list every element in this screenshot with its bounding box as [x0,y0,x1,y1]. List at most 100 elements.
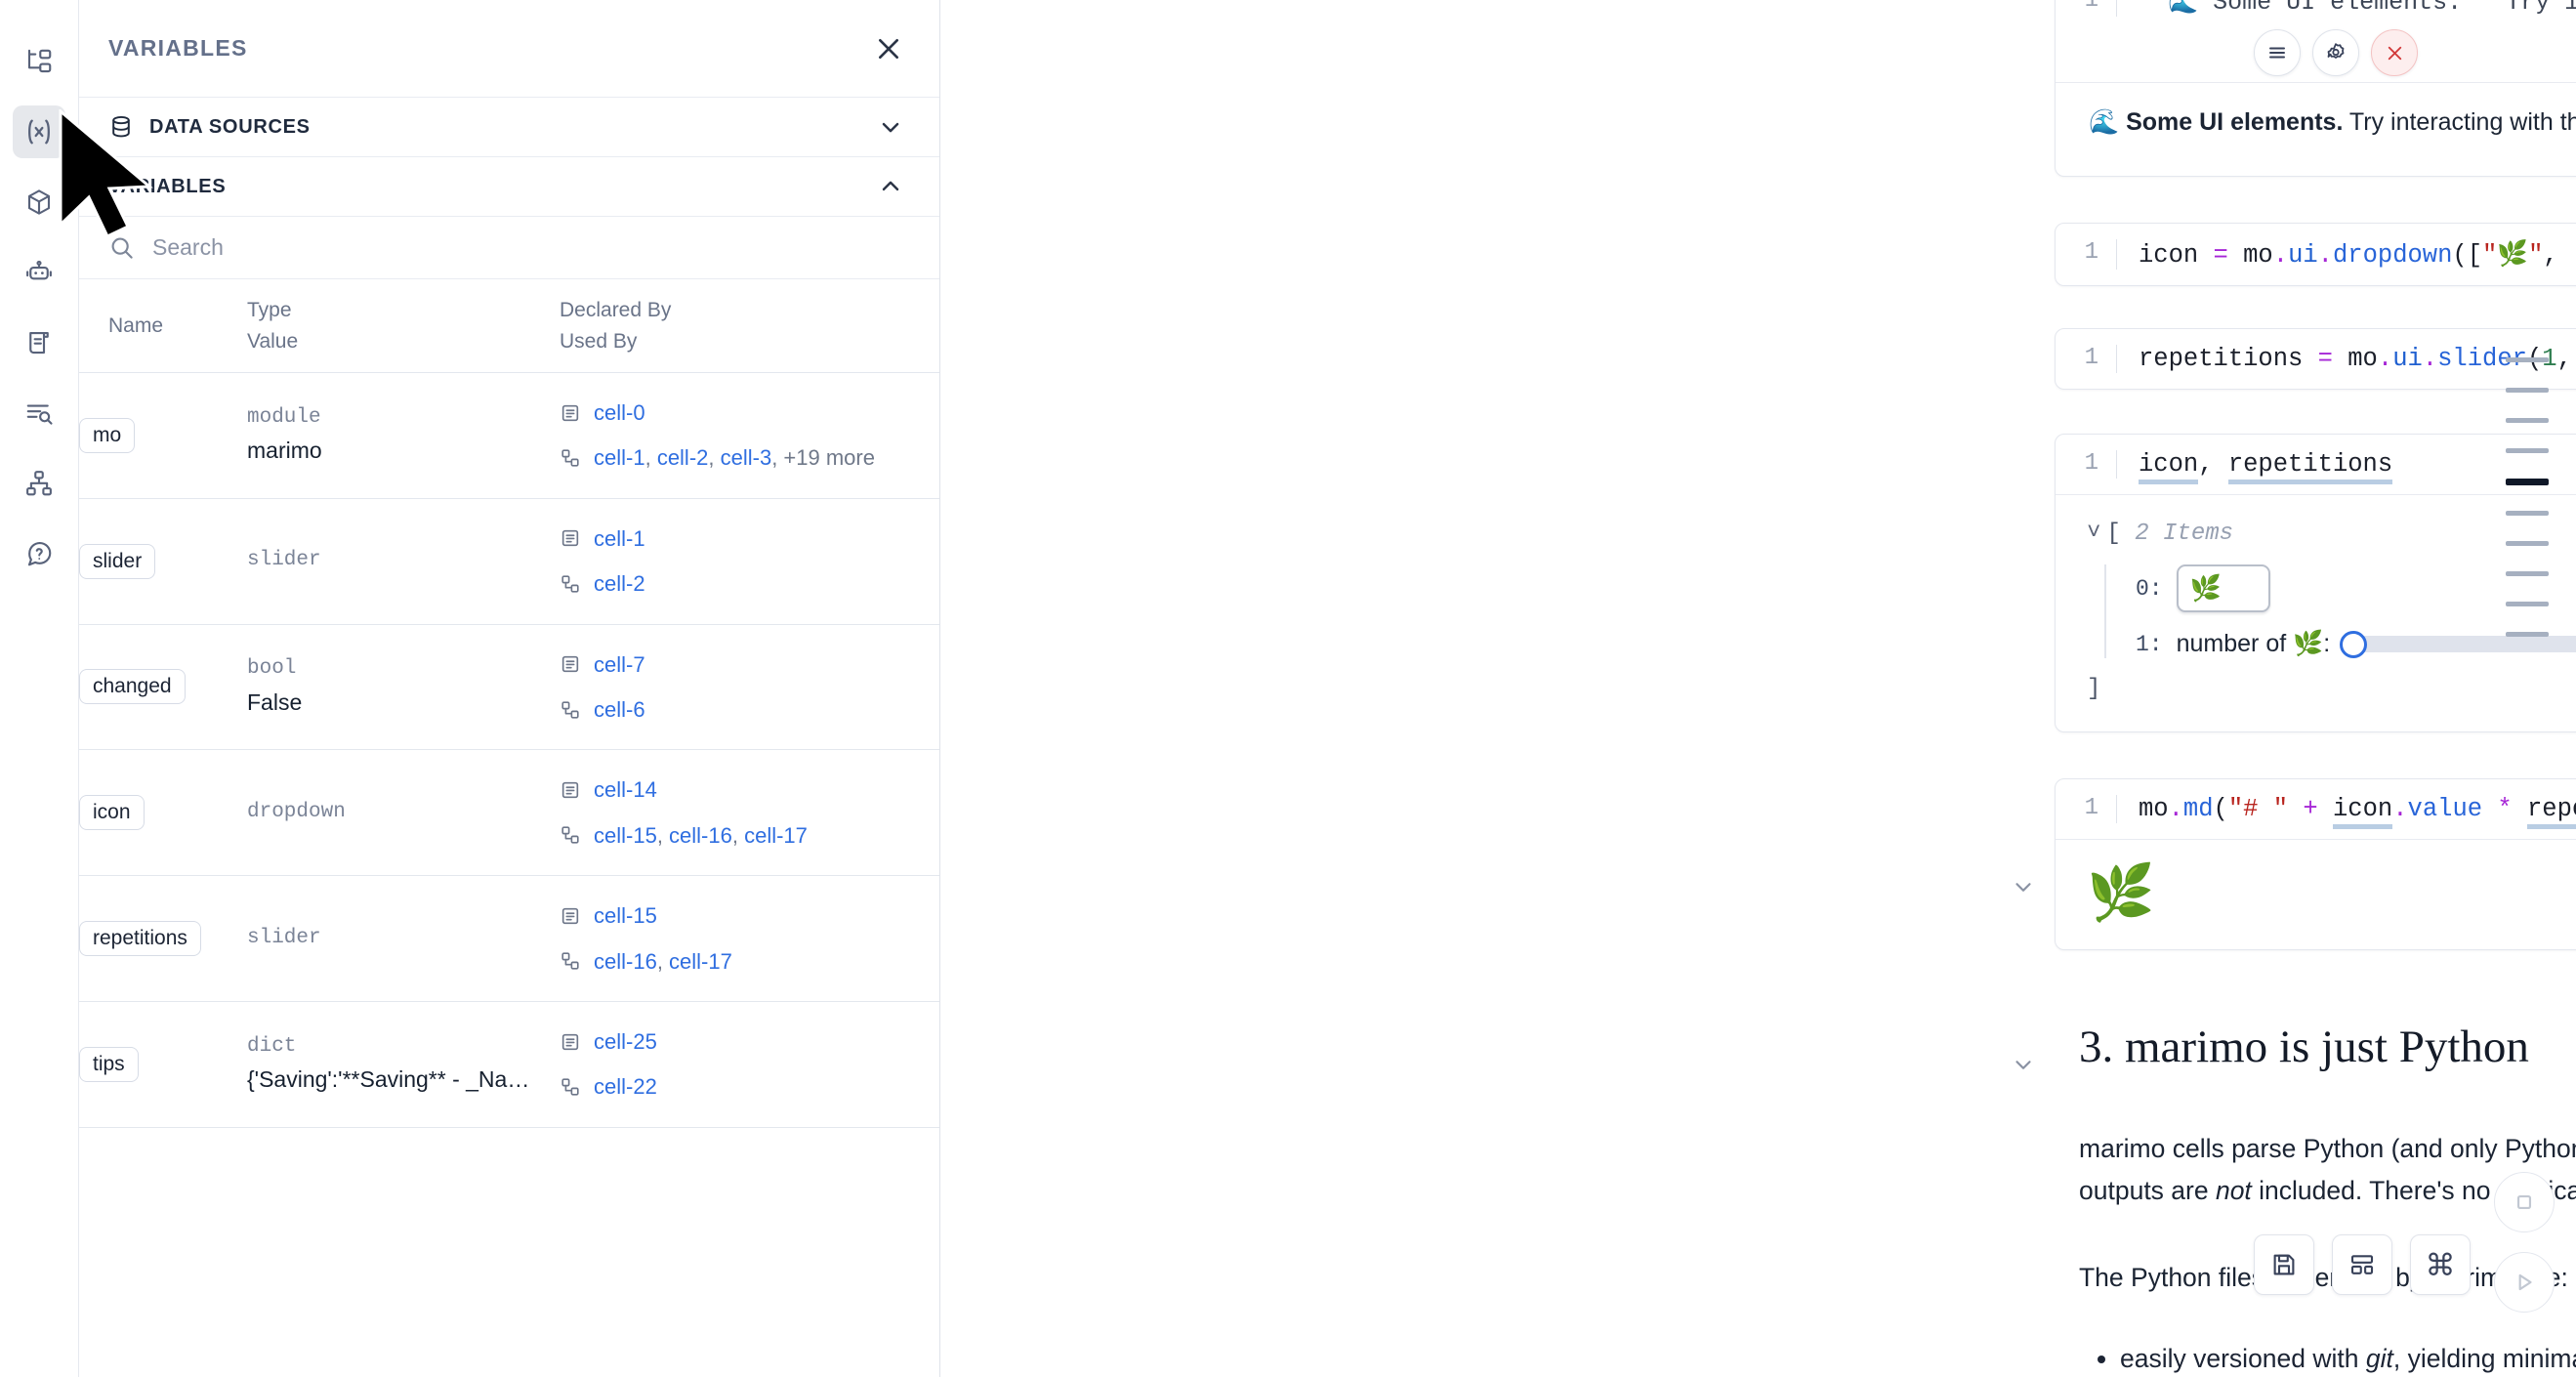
cell-link[interactable]: cell-17 [744,822,808,848]
cell-link[interactable]: cell-25 [594,1028,657,1054]
variable-type: slider [247,549,321,572]
declared-by-line: cell-7 [560,647,939,683]
code-cell-display[interactable]: 1 icon, repetitions ˅[ 2 Items 0: 🌿 [2055,434,2576,732]
slider-input[interactable] [2340,630,2576,658]
code-text[interactable]: mo.md("# " + icon.value * repetitions.va… [2116,795,2576,829]
code-token: md [2182,795,2214,823]
cell-link[interactable]: cell-2 [656,445,709,471]
code-text[interactable]: icon = mo.ui.dropdown(["🌿", "🌊", "✨"], v… [2116,239,2576,270]
minimap-tick[interactable] [2506,357,2549,362]
stop-button[interactable] [2494,1172,2555,1232]
variable-name-chip[interactable]: tips [79,1046,139,1082]
markdown-source-cell[interactable]: 1 ""🌊 Some UI elements."" Try interactin… [2055,0,2576,177]
section-data-sources[interactable]: DATA SOURCES [79,98,939,157]
item-index: 1: [2136,631,2163,657]
run-icon-wrap[interactable] [2494,1252,2555,1313]
robot-icon[interactable] [13,246,65,299]
chevron-down-icon[interactable] [877,113,904,141]
search-row[interactable]: Search [79,217,939,279]
cell-link[interactable]: cell-15 [594,822,657,848]
items-count: 2 Items [2135,521,2234,547]
table-row[interactable]: slider slider cell-1 cell-2 [79,498,939,625]
line-number: 1 [2084,345,2098,371]
list-header[interactable]: ˅[ 2 Items [2087,521,2576,547]
run-button[interactable] [2494,1252,2555,1313]
chevron-up-icon[interactable] [877,173,904,200]
collapse-chevron-icon[interactable] [2011,874,2036,904]
code-text[interactable]: icon, repetitions [2116,450,2576,484]
cell-link[interactable]: cell-16 [669,822,732,848]
cell-link[interactable]: cell-15 [594,903,657,929]
cell-link[interactable]: cell-22 [594,1074,657,1100]
layout-button[interactable] [2332,1234,2392,1295]
minimap-tick[interactable] [2506,479,2549,485]
code-token: repetitions [2139,345,2318,373]
cell-link[interactable]: cell-1 [594,525,645,551]
minimap-tick[interactable] [2506,388,2549,393]
minimap-scrollbar[interactable] [2506,357,2549,637]
stop-icon-wrap[interactable] [2494,1172,2555,1232]
variable-name-chip[interactable]: slider [79,543,156,579]
variable-name-chip[interactable]: icon [79,795,145,831]
code-text[interactable]: ""🌊 Some UI elements."" Try interacting … [2116,0,2576,17]
cell-link[interactable]: cell-17 [669,948,732,974]
cell-link[interactable]: cell-0 [594,400,645,425]
bullet-emphasis: git [2365,1343,2393,1373]
variable-name-chip[interactable]: changed [79,669,186,705]
chevron-down-icon[interactable]: ˅ [2087,521,2101,547]
variable-type: dict [247,1034,297,1058]
code-token [2513,795,2527,823]
code-token: ( [2213,795,2228,823]
gear-icon[interactable] [2312,29,2359,76]
variables-icon[interactable] [13,105,65,158]
close-icon[interactable] [873,33,904,64]
cell-link[interactable]: cell-14 [594,777,657,803]
scratchpad-icon[interactable] [13,316,65,369]
minimap-tick[interactable] [2506,541,2549,546]
dropdown-input[interactable]: 🌿 [2176,564,2270,612]
search-input[interactable]: Search [152,234,224,260]
save-button[interactable] [2254,1234,2314,1295]
cell-icon [560,905,581,927]
minimap-tick[interactable] [2506,448,2549,453]
cell-link[interactable]: cell-6 [594,696,645,722]
delete-cell-icon[interactable] [2371,29,2418,76]
minimap-tick[interactable] [2506,511,2549,516]
file-tree-icon[interactable] [13,35,65,88]
slider-knob[interactable] [2340,630,2368,658]
variable-name-chip[interactable]: repetitions [79,921,201,957]
used-by-icon [560,950,581,972]
command-palette-button[interactable]: ⌘ [2410,1234,2471,1295]
cell-link[interactable]: cell-2 [594,571,645,597]
minimap-tick[interactable] [2506,571,2549,576]
minimap-tick[interactable] [2506,602,2549,606]
dependency-graph-icon[interactable] [13,457,65,510]
cell-icon [560,402,581,424]
cell-link[interactable]: cell-7 [594,651,645,677]
code-cell-dropdown[interactable]: 1 icon = mo.ui.dropdown(["🌿", "🌊", "✨"],… [2055,223,2576,286]
col-used-by: Used By [560,329,638,353]
section-variables[interactable]: VARIABLES [79,157,939,217]
variable-name-chip[interactable]: mo [79,417,136,453]
section-collapse-chevron-icon[interactable] [2011,1052,2036,1082]
minimap-tick[interactable] [2506,632,2549,637]
cell-link[interactable]: cell-1 [594,445,645,471]
code-cell-md[interactable]: 1 mo.md("# " + icon.value * repetitions.… [2055,778,2576,950]
code-token: + [2303,795,2318,823]
outline-search-icon[interactable] [13,387,65,439]
variable-value: marimo [247,438,322,464]
package-icon[interactable] [13,176,65,229]
code-cell-slider[interactable]: 1 repetitions = mo.ui.slider(1, 16, labe… [2055,328,2576,390]
cell-menu-icon[interactable] [2254,29,2301,76]
minimap-tick[interactable] [2506,418,2549,423]
code-token: icon [2139,241,2214,270]
cell-link[interactable]: cell-16 [594,948,657,974]
help-icon[interactable] [13,527,65,580]
cell-link[interactable]: cell-3 [720,445,772,471]
